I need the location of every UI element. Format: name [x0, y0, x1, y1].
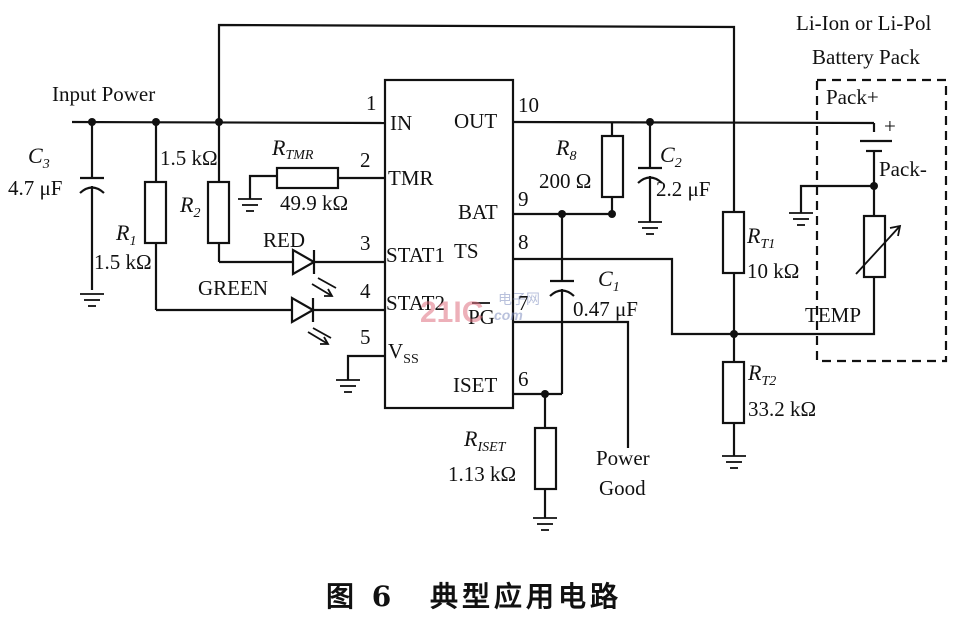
pin-1-number: 1	[366, 91, 377, 115]
pack-minus-ground	[788, 182, 878, 226]
battery-title-line2: Battery Pack	[812, 45, 920, 69]
pin-ts-label: TS	[454, 239, 479, 263]
riset-value: 1.13 kΩ	[448, 462, 516, 486]
pin-in-label: IN	[390, 111, 412, 135]
capacitor-c2	[637, 122, 663, 235]
capacitor-c1	[513, 214, 575, 396]
thermistor	[855, 214, 902, 279]
pin-stat2-label: STAT2	[386, 291, 445, 315]
pin-8-number: 8	[518, 230, 529, 254]
led-red	[291, 248, 385, 297]
resistor-riset	[532, 390, 558, 531]
pin-7-number: 7	[518, 291, 529, 315]
temp-label: TEMP	[805, 303, 861, 327]
rtmr-name: RTMR	[271, 135, 314, 163]
pin-stat1-label: STAT1	[386, 243, 445, 267]
c2-name: C2	[660, 142, 682, 171]
input-power-label: Input Power	[52, 82, 155, 106]
pin-2-number: 2	[360, 148, 371, 172]
resistor-r1	[143, 122, 292, 312]
led-green	[290, 296, 385, 345]
pin-9-number: 9	[518, 187, 529, 211]
vss-ground	[335, 354, 385, 393]
battery-plus-sign: +	[884, 114, 896, 138]
r8-value: 200 Ω	[539, 169, 591, 193]
ic-left-pins: 1 IN 2 TMR 3 STAT1 4 STAT2 5 VSS	[360, 91, 445, 367]
resistor-rtmr	[237, 166, 385, 212]
watermark-com: com	[494, 307, 523, 323]
resistor-rt1	[721, 210, 746, 334]
top-wire	[217, 23, 736, 212]
pack-minus-label: Pack-	[879, 157, 927, 181]
pin-6-number: 6	[518, 367, 529, 391]
pin-tmr-label: TMR	[388, 166, 434, 190]
watermark: 21IC 电子网 com	[420, 292, 540, 329]
resistor-rt2	[721, 334, 747, 469]
rt2-value: 33.2 kΩ	[748, 397, 816, 421]
power-good-line1: Power	[596, 446, 650, 470]
pin-iset-label: ISET	[453, 373, 498, 397]
r1-value: 1.5 kΩ	[94, 250, 152, 274]
resistor-r8	[600, 122, 625, 214]
pin-3-number: 3	[360, 231, 371, 255]
bat-rail	[513, 210, 616, 218]
c1-name: C1	[598, 266, 620, 295]
pin-pg-label: PG	[468, 305, 495, 329]
pin-5-number: 5	[360, 325, 371, 349]
c3-value: 4.7 μF	[8, 176, 62, 200]
out-rail	[512, 118, 876, 132]
power-good-line2: Good	[599, 476, 646, 500]
watermark-cn: 电子网	[498, 292, 540, 308]
battery-pack-boundary	[815, 78, 948, 363]
battery-title-line1: Li-Ion or Li-Pol	[796, 11, 931, 35]
pin-10-number: 10	[518, 93, 539, 117]
pg-wire	[513, 320, 630, 448]
figure-title: 典型应用电路	[430, 580, 622, 613]
c1-value: 0.47 μF	[573, 297, 638, 321]
pack-plus-label: Pack+	[826, 85, 879, 109]
pin-vss-label: VSS	[388, 339, 419, 367]
r2-value: 1.5 kΩ	[160, 146, 218, 170]
input-rail	[71, 118, 386, 126]
pin-4-number: 4	[360, 279, 371, 303]
r8-name: R8	[555, 135, 576, 164]
charger-ic	[383, 78, 515, 410]
figure-number: 图 6	[326, 580, 395, 613]
led-green-label: GREEN	[198, 276, 268, 300]
rt2-name: RT2	[747, 360, 776, 389]
rt1-name: RT1	[746, 223, 775, 252]
pin-out-label: OUT	[454, 109, 497, 133]
pin-bat-label: BAT	[458, 200, 498, 224]
riset-name: RISET	[463, 426, 507, 455]
capacitor-c3	[79, 122, 105, 307]
watermark-logo: 21IC	[420, 296, 483, 329]
led-red-label: RED	[263, 228, 305, 252]
c2-value: 2.2 μF	[656, 177, 710, 201]
rt1-value: 10 kΩ	[747, 259, 799, 283]
resistor-r2	[206, 122, 293, 264]
rtmr-value: 49.9 kΩ	[280, 191, 348, 215]
r1-name: R1	[115, 220, 136, 249]
c3-name: C3	[28, 143, 50, 172]
ic-right-pins: 10 OUT 9 BAT 8 TS 7 PG 6 ISET	[453, 93, 539, 397]
r2-name: R2	[179, 192, 200, 221]
